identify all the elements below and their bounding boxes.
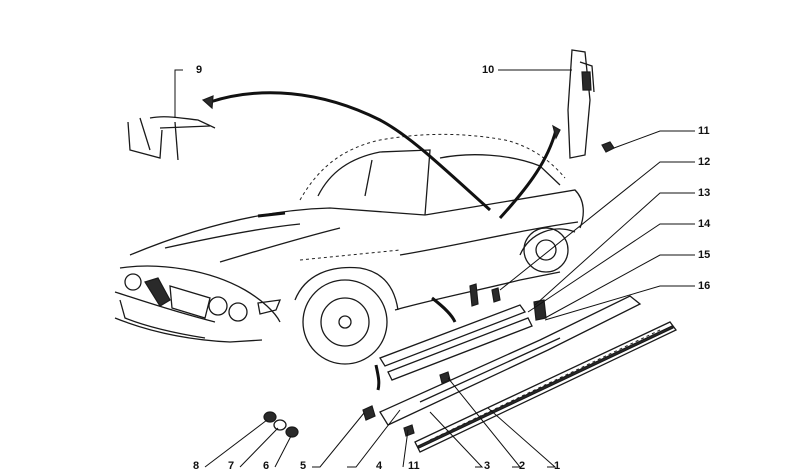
part-9-inset: [127, 91, 492, 212]
car-illustration: [114, 133, 584, 365]
part-10-pillar: [498, 49, 595, 220]
callout-11-top: 11: [698, 125, 710, 137]
callout-3: 3: [484, 460, 491, 472]
callout-16: 16: [698, 280, 711, 292]
leader-lines: [174, 69, 695, 468]
sill-parts: [362, 141, 677, 453]
callout-8: 8: [193, 460, 200, 472]
callout-11-bottom: 11: [408, 460, 420, 472]
callout-7: 7: [228, 460, 235, 472]
callout-10: 10: [482, 64, 495, 76]
callout-12: 12: [698, 156, 711, 168]
callout-15: 15: [698, 249, 711, 261]
callout-9: 9: [196, 64, 203, 76]
callout-4: 4: [376, 460, 383, 472]
callout-1: 1: [554, 460, 561, 472]
callout-13: 13: [698, 187, 711, 199]
callout-5: 5: [300, 460, 307, 472]
callout-6: 6: [263, 460, 270, 472]
fasteners: [263, 411, 299, 438]
callout-2: 2: [519, 460, 526, 472]
callout-14: 14: [698, 218, 711, 230]
